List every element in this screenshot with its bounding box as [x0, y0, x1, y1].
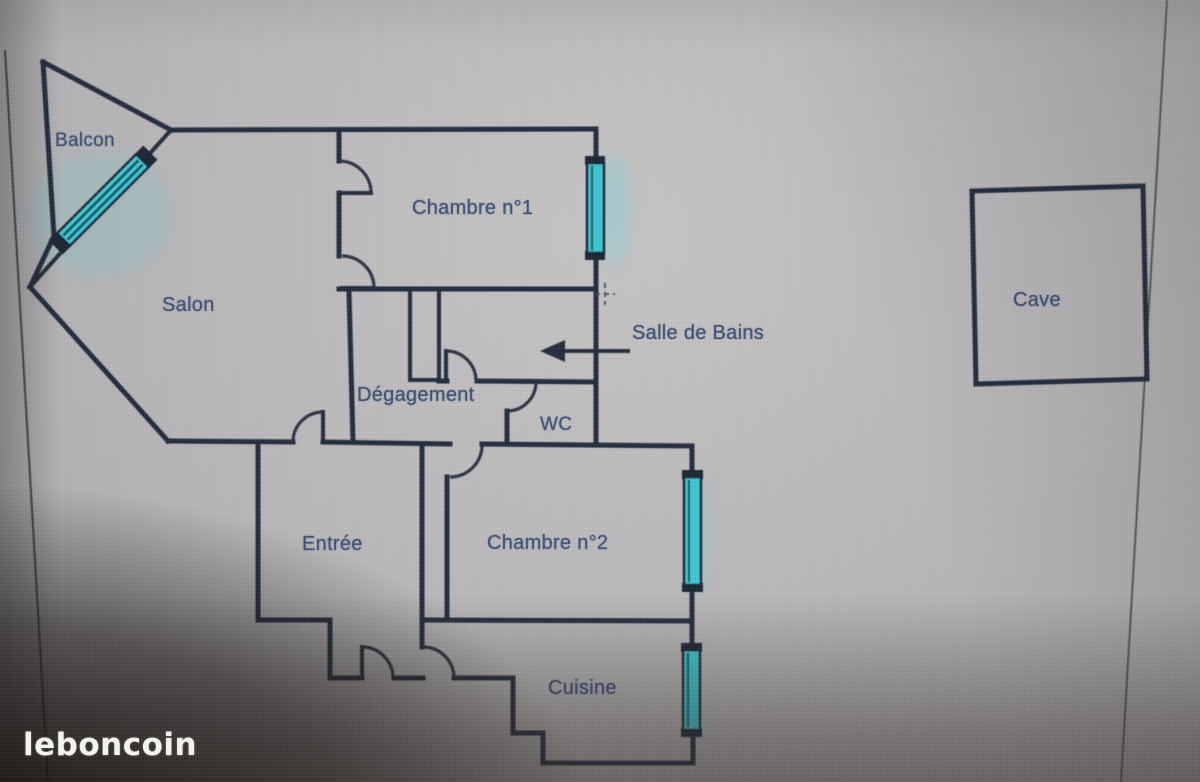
- room-label-cave: Cave: [1013, 289, 1061, 311]
- door-arc: [338, 159, 373, 194]
- door-arc: [449, 444, 484, 479]
- bathroom-arrow: [540, 340, 630, 362]
- room-label-balcon: Balcon: [55, 130, 115, 151]
- room-label-degagement: Dégagement: [357, 384, 475, 406]
- photo-edge-left: [4, 49, 49, 782]
- chambre2-bottom-wall: [419, 617, 695, 624]
- room-label-chambre1: Chambre n°1: [412, 197, 534, 219]
- door-arc: [341, 254, 376, 289]
- cave-outline: [969, 183, 1150, 387]
- leboncoin-logo: leboncoin: [23, 727, 198, 763]
- room-label-cuisine: Cuisine: [548, 677, 617, 699]
- window-chambre1: [585, 156, 606, 260]
- balcon-top-wall: [39, 58, 175, 134]
- window-cuisine: [681, 643, 702, 737]
- bathroom-wc-wall: [436, 378, 599, 385]
- room-label-wc: WC: [540, 414, 573, 435]
- closet: [408, 289, 441, 382]
- photo-edge-right: [1120, 0, 1168, 782]
- room-label-salle-de-bains: Salle de Bains: [632, 322, 765, 344]
- entree-outer-wall: [255, 442, 365, 681]
- top-wall: [168, 126, 599, 133]
- door-arc: [361, 645, 395, 679]
- room-label-entree: Entrée: [302, 533, 363, 555]
- degagement-left-wall: [346, 289, 356, 444]
- door-arc: [291, 410, 324, 443]
- door-arc: [422, 645, 456, 679]
- room-label-chambre2: Chambre n°2: [487, 532, 609, 554]
- main-cross-wall: [165, 438, 695, 449]
- door-arc: [445, 349, 478, 382]
- door-arcs: [291, 159, 538, 679]
- window-chambre2: [682, 470, 703, 592]
- room-label-salon: Salon: [162, 294, 215, 316]
- salon-diagonal-wall: [26, 283, 172, 445]
- door-arc: [506, 381, 538, 413]
